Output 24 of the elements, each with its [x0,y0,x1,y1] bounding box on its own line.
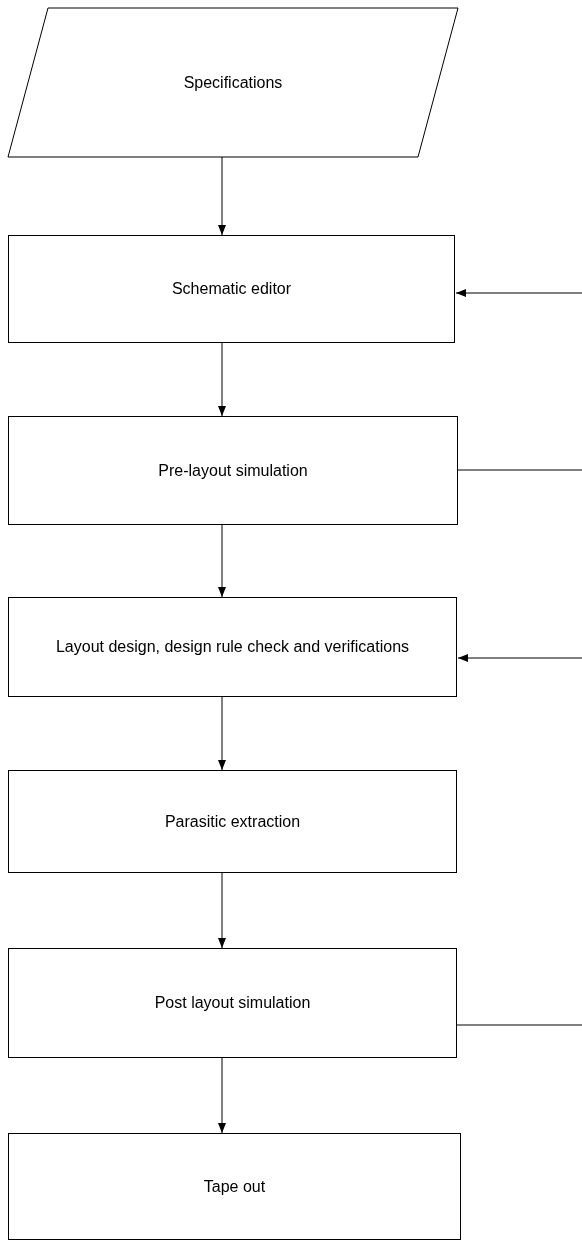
arrow [218,156,226,236]
arrow [218,696,226,771]
arrow [455,289,582,297]
process-box [8,1133,461,1240]
process-box [8,770,457,873]
process-box [8,416,458,525]
node-label: Pre-layout simulation [157,460,309,481]
node-label: Post layout simulation [153,993,312,1013]
arrow [457,654,582,662]
arrow [218,342,226,417]
process-box [8,948,457,1058]
process-box [8,597,457,697]
process-box [8,235,455,343]
connector-line [457,469,582,471]
arrow [218,872,226,949]
node-label: Schematic editor [170,279,293,299]
input-parallelogram [8,8,458,157]
node-label: Tape out [202,1176,267,1197]
node-label: Layout design, design rule check and verifications [54,637,411,657]
node-label: Parasitic extraction [163,811,302,832]
connector-line [456,1024,582,1026]
node-label: Specifications [182,72,284,93]
arrow [218,524,226,598]
arrow [218,1057,226,1134]
